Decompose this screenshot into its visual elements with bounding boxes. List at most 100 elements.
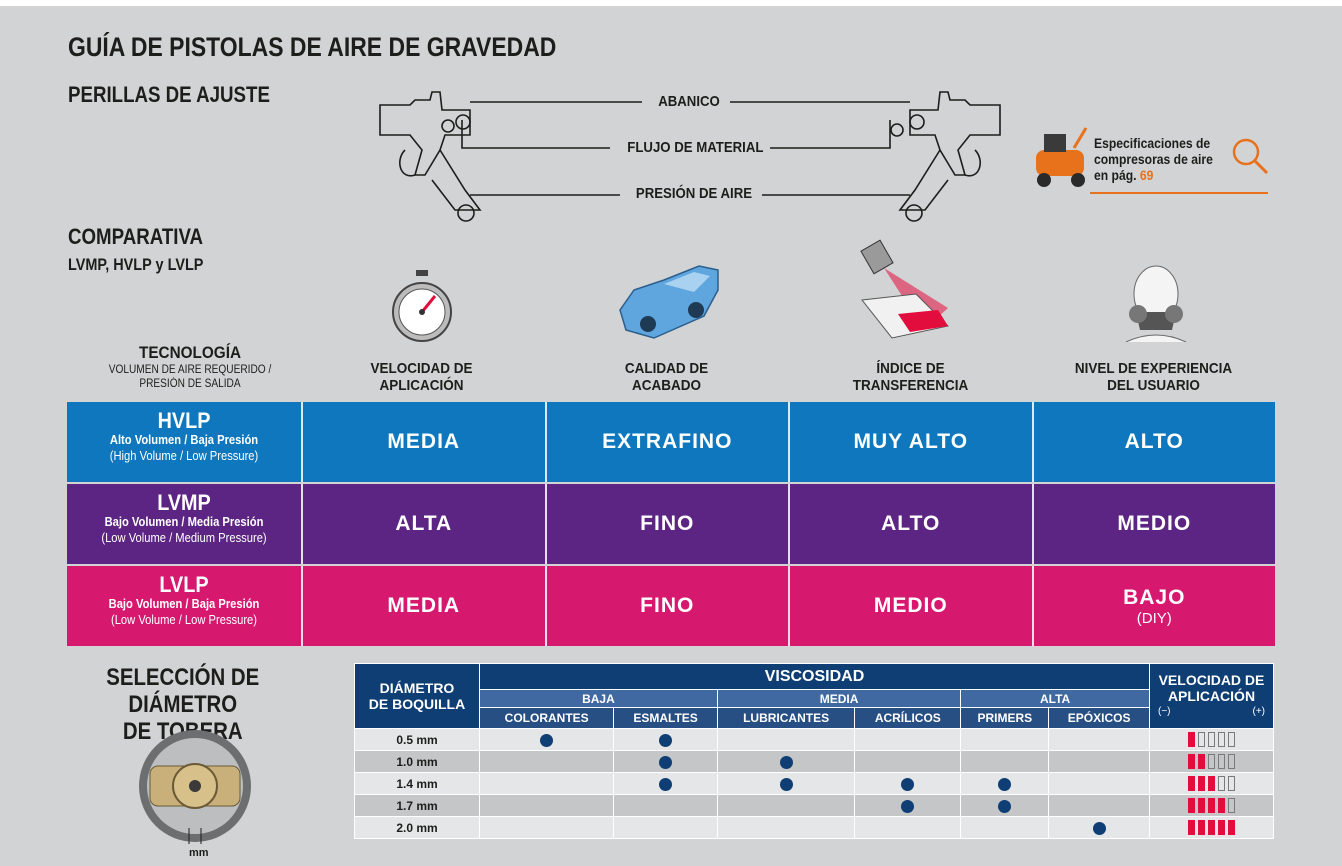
column-header-quality-l2: ACABADO bbox=[631, 377, 701, 394]
group-baja: BAJA bbox=[479, 689, 718, 708]
column-header-quality: CALIDAD DE ACABADO bbox=[557, 360, 776, 394]
row-lvmp-experience-value: MEDIO bbox=[1117, 512, 1192, 535]
material-epoxicos: EPÓXICOS bbox=[1048, 707, 1150, 729]
speed-bar bbox=[1208, 820, 1215, 835]
promo-line3: en pág. bbox=[1094, 168, 1140, 183]
nozzle-row: 1.7 mm bbox=[354, 794, 1274, 817]
row-lvlp-quality-value: FINO bbox=[640, 594, 695, 617]
material-lubricantes: LUBRICANTES bbox=[716, 707, 856, 729]
nozzle-row: 1.0 mm bbox=[354, 750, 1274, 773]
promo-line2: compresoras de aire bbox=[1094, 152, 1213, 167]
row-hvlp-quality: EXTRAFINO bbox=[544, 402, 789, 482]
search-icon bbox=[1232, 138, 1269, 175]
column-header-transfer-l2: TRANSFERENCIA bbox=[852, 377, 969, 394]
material-cell bbox=[854, 750, 962, 773]
speed-bar bbox=[1218, 732, 1225, 747]
speed-bar bbox=[1228, 754, 1235, 769]
material-cell bbox=[478, 794, 615, 817]
material-cell bbox=[613, 728, 718, 751]
top-edge bbox=[0, 0, 1342, 6]
column-header-transfer: ÍNDICE DE TRANSFERENCIA bbox=[801, 360, 1020, 394]
group-alta: ALTA bbox=[960, 689, 1150, 708]
row-lvmp-speed-value: ALTA bbox=[395, 512, 453, 535]
row-hvlp: HVLP Alto Volumen / Baja Presión (High V… bbox=[67, 402, 1275, 482]
material-acrilicos: ACRÍLICOS bbox=[854, 707, 962, 729]
respirator-mask-icon bbox=[1125, 265, 1187, 342]
nozzle-icon bbox=[139, 730, 251, 844]
row-hvlp-en: (High Volume / Low Pressure) bbox=[109, 448, 259, 463]
nozzle-diameter-header: DIÁMETRO DE BOQUILLA bbox=[354, 663, 480, 729]
nozzle-size: 1.0 mm bbox=[354, 750, 480, 773]
comparativa-subtitle: LVMP, HVLP y LVLP bbox=[68, 255, 204, 274]
compatibility-dot bbox=[659, 733, 673, 747]
column-header-speed-l2: APLICACIÓN bbox=[379, 377, 464, 394]
material-cell bbox=[854, 772, 962, 795]
row-lvmp-name: LVMP bbox=[157, 490, 211, 515]
material-cell bbox=[854, 794, 962, 817]
row-lvlp-experience: BAJO(DIY) bbox=[1031, 566, 1276, 646]
row-lvlp-es: Bajo Volumen / Baja Presión bbox=[108, 596, 260, 611]
speed-header: VELOCIDAD DE APLICACIÓN (−) (+) bbox=[1149, 663, 1274, 729]
material-esmaltes: ESMALTES bbox=[613, 707, 718, 729]
comparativa-title: COMPARATIVA bbox=[68, 224, 204, 249]
row-lvlp-name: LVLP bbox=[159, 572, 209, 597]
row-lvmp-transfer: ALTO bbox=[788, 484, 1032, 564]
promo-text: Especificaciones de compresoras de aire … bbox=[1094, 136, 1229, 184]
speed-bar bbox=[1218, 754, 1225, 769]
speed-bar bbox=[1188, 776, 1195, 791]
compressor-promo[interactable]: Especificaciones de compresoras de aire … bbox=[1030, 120, 1270, 196]
row-lvmp-speed: ALTA bbox=[301, 484, 545, 564]
row-lvmp-transfer-value: ALTO bbox=[881, 512, 941, 535]
row-lvmp-experience: MEDIO bbox=[1031, 484, 1276, 564]
speed-bar bbox=[1218, 820, 1225, 835]
compatibility-dot bbox=[901, 799, 915, 813]
speed-bar bbox=[1198, 754, 1205, 769]
speed-bar bbox=[1218, 776, 1225, 791]
material-cell bbox=[613, 816, 718, 839]
material-cell bbox=[478, 750, 615, 773]
viscosity-header: VISCOSIDAD bbox=[479, 663, 1150, 690]
row-lvlp-transfer-value: MEDIO bbox=[873, 594, 948, 617]
nozzle-size: 1.7 mm bbox=[354, 794, 480, 817]
row-lvlp-speed-value: MEDIA bbox=[387, 594, 461, 617]
nozzle-size: 0.5 mm bbox=[354, 728, 480, 751]
row-hvlp-transfer: MUY ALTO bbox=[788, 402, 1032, 482]
speed-bar bbox=[1228, 820, 1235, 835]
callout-presion: PRESIÓN DE AIRE bbox=[630, 185, 758, 202]
material-cell bbox=[716, 772, 856, 795]
column-header-speed: VELOCIDAD DE APLICACIÓN bbox=[312, 360, 531, 394]
promo-page[interactable]: 69 bbox=[1139, 168, 1154, 183]
row-hvlp-name: HVLP bbox=[157, 408, 211, 433]
compatibility-dot bbox=[659, 755, 673, 769]
row-lvmp: LVMP Bajo Volumen / Media Presión (Low V… bbox=[67, 484, 1275, 564]
row-lvlp-quality: FINO bbox=[544, 566, 789, 646]
material-cell bbox=[1048, 772, 1150, 795]
speed-bar bbox=[1188, 732, 1195, 747]
speed-bar bbox=[1218, 798, 1225, 813]
speed-bar bbox=[1228, 732, 1235, 747]
compatibility-dot bbox=[998, 777, 1012, 791]
row-lvlp-speed: MEDIA bbox=[301, 566, 545, 646]
nozzle-size: 1.4 mm bbox=[354, 772, 480, 795]
material-cell bbox=[478, 728, 615, 751]
compatibility-dot bbox=[779, 755, 793, 769]
material-cell bbox=[613, 794, 718, 817]
nozzle-table: DIÁMETRO DE BOQUILLA VISCOSIDAD VELOCIDA… bbox=[354, 663, 1274, 839]
group-media: MEDIA bbox=[716, 689, 962, 708]
compatibility-dot bbox=[998, 799, 1012, 813]
material-cell bbox=[1048, 816, 1150, 839]
material-primers: PRIMERS bbox=[960, 707, 1050, 729]
promo-line1: Especificaciones de bbox=[1094, 136, 1211, 151]
material-cell bbox=[1048, 794, 1150, 817]
nozzle-mm-label: mm bbox=[189, 847, 209, 859]
technology-header-sub2: PRESIÓN DE SALIDA bbox=[139, 378, 241, 390]
speed-scale-minus: (−) bbox=[1158, 706, 1171, 717]
nozzle-row: 1.4 mm bbox=[354, 772, 1274, 795]
material-cell bbox=[960, 816, 1050, 839]
row-lvlp-experience-extra: (DIY) bbox=[1136, 609, 1172, 627]
nozzle-selection-title-l1: SELECCIÓN DE DIÁMETRO bbox=[106, 664, 260, 718]
stopwatch-icon bbox=[392, 270, 452, 342]
compatibility-dot bbox=[659, 777, 673, 791]
row-hvlp-speed-value: MEDIA bbox=[387, 430, 461, 453]
material-cell bbox=[960, 794, 1050, 817]
